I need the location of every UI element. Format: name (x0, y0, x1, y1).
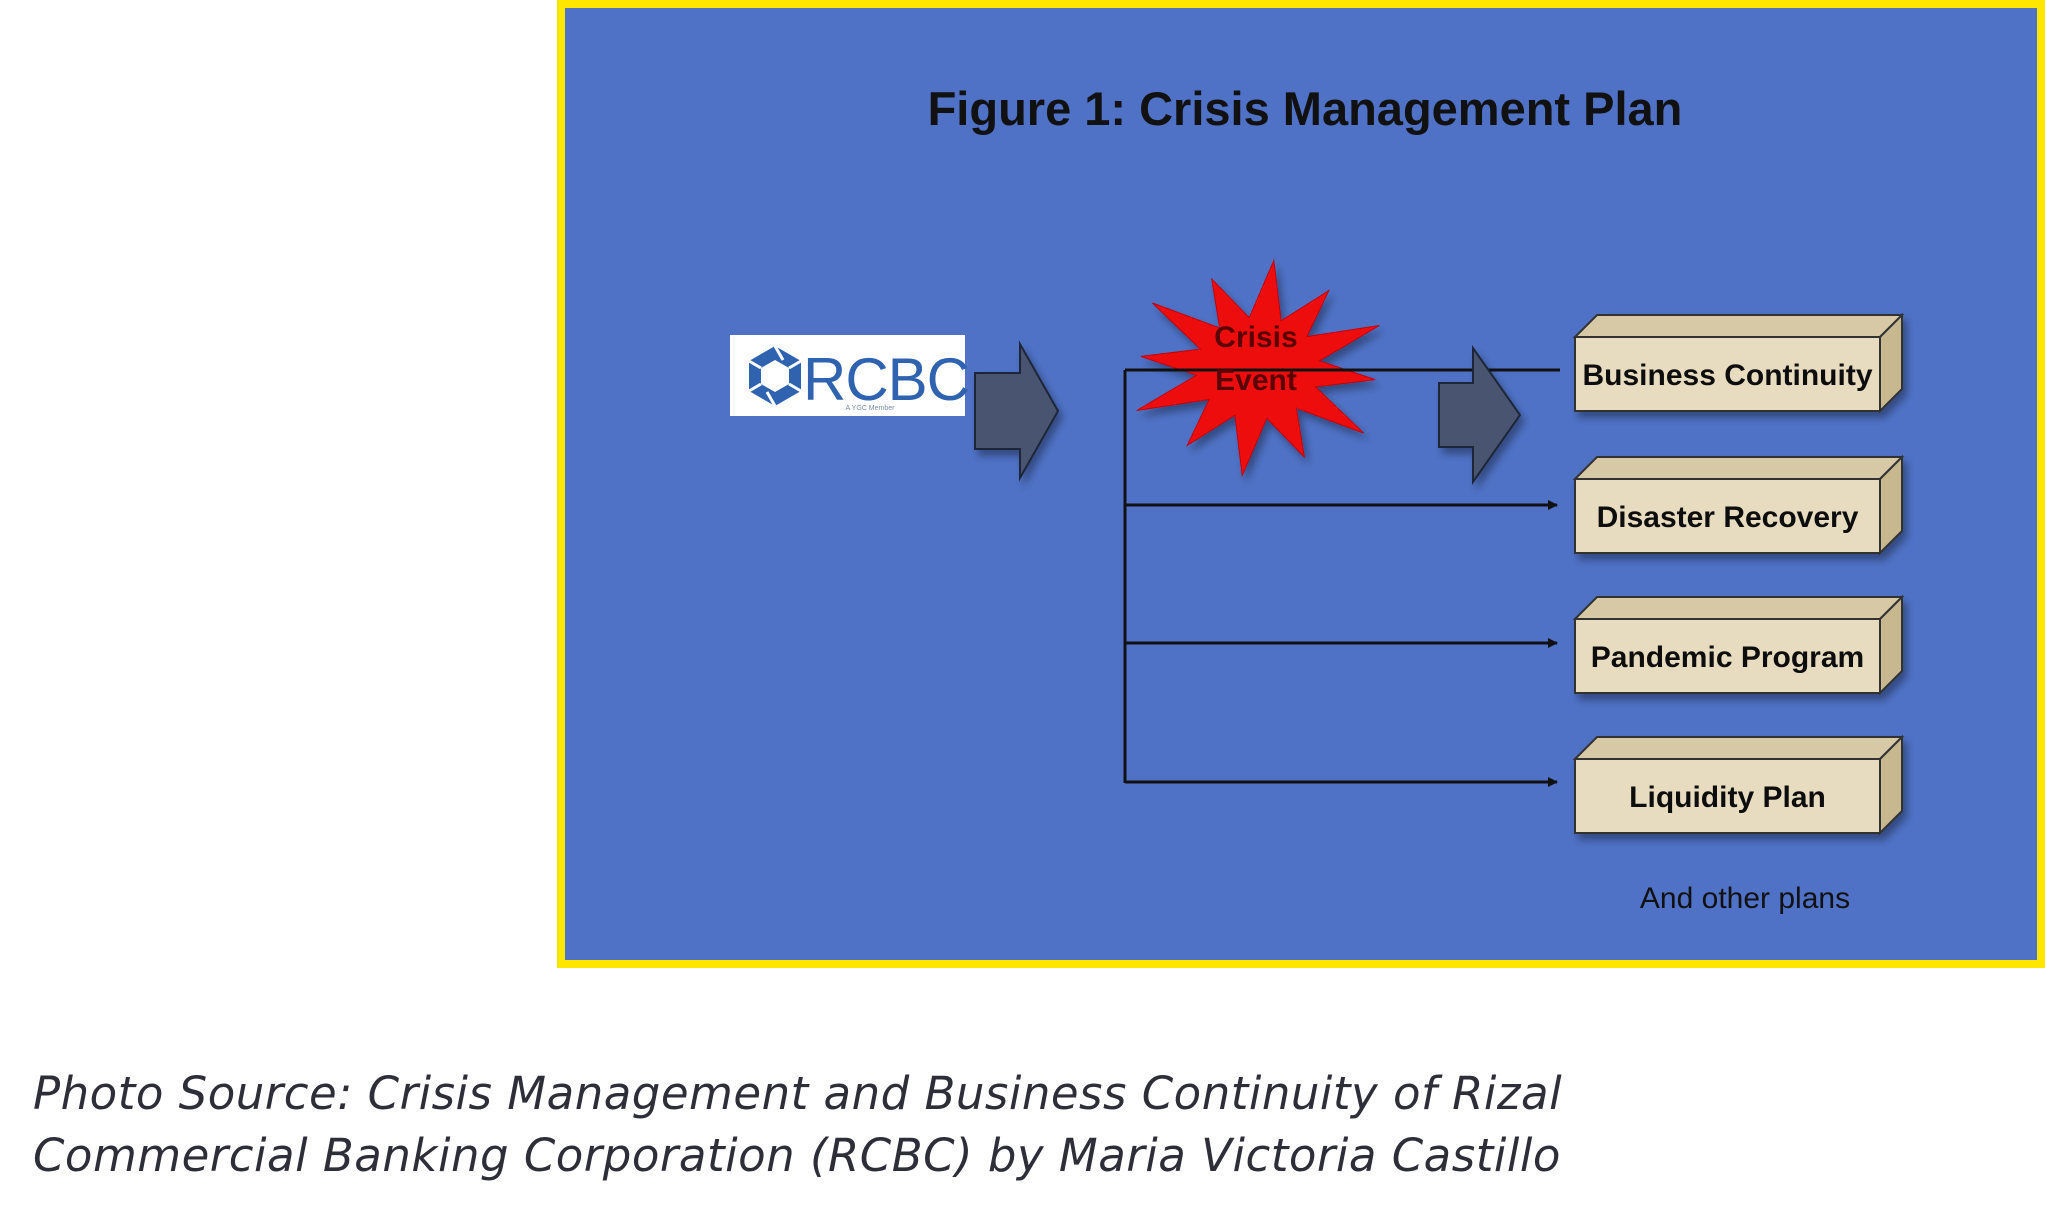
plan-box-top-face (1572, 596, 1905, 620)
other-plans-label: And other plans (1640, 882, 1850, 915)
rcbc-hexagon-icon (748, 345, 802, 407)
crisis-event-starburst (1136, 258, 1380, 478)
photo-source-caption: Photo Source: Crisis Management and Busi… (33, 1063, 1733, 1187)
rcbc-logo: RCBC A YGC Member (730, 335, 970, 416)
plan-box-disaster-recovery: Disaster Recovery (1572, 454, 1905, 556)
rcbc-logo-text: RCBC (803, 346, 969, 413)
plan-box-label: Business Continuity (1582, 359, 1872, 392)
plan-box-front-face (1574, 758, 1881, 834)
crisis-event-label-line1: Crisis (1214, 321, 1297, 354)
block-arrow-right (1438, 344, 1522, 486)
connector-lines (1123, 368, 1560, 787)
plan-box-label: Pandemic Program (1591, 641, 1864, 674)
plan-box-top-face (1572, 736, 1905, 760)
plan-box-top-face (1572, 456, 1905, 480)
plan-box-pandemic-program: Pandemic Program (1572, 594, 1905, 696)
rcbc-logo-subtext: A YGC Member (846, 405, 896, 412)
plan-box-label: Liquidity Plan (1629, 781, 1826, 814)
plan-box-front-face (1574, 336, 1881, 412)
plan-box-label: Disaster Recovery (1597, 501, 1859, 534)
crisis-event-label-line2: Event (1215, 364, 1297, 397)
figure-diagram: Figure 1: Crisis Management Plan RCBC A … (730, 82, 1905, 915)
plan-box-front-face (1574, 618, 1881, 694)
plan-box-top-face (1572, 314, 1905, 338)
block-arrow-left (974, 340, 1060, 482)
plan-box-business-continuity: Business Continuity (1572, 312, 1905, 414)
caption-line-2: Commercial Banking Corporation (RCBC) by… (33, 1129, 1561, 1182)
crisis-management-figure: Figure 1: Crisis Management Plan RCBC A … (557, 0, 2045, 968)
caption-line-1: Photo Source: Crisis Management and Busi… (33, 1067, 1563, 1120)
plan-box-front-face (1574, 478, 1881, 554)
figure-title: Figure 1: Crisis Management Plan (928, 82, 1683, 135)
plan-box-liquidity-plan: Liquidity Plan (1572, 734, 1905, 836)
